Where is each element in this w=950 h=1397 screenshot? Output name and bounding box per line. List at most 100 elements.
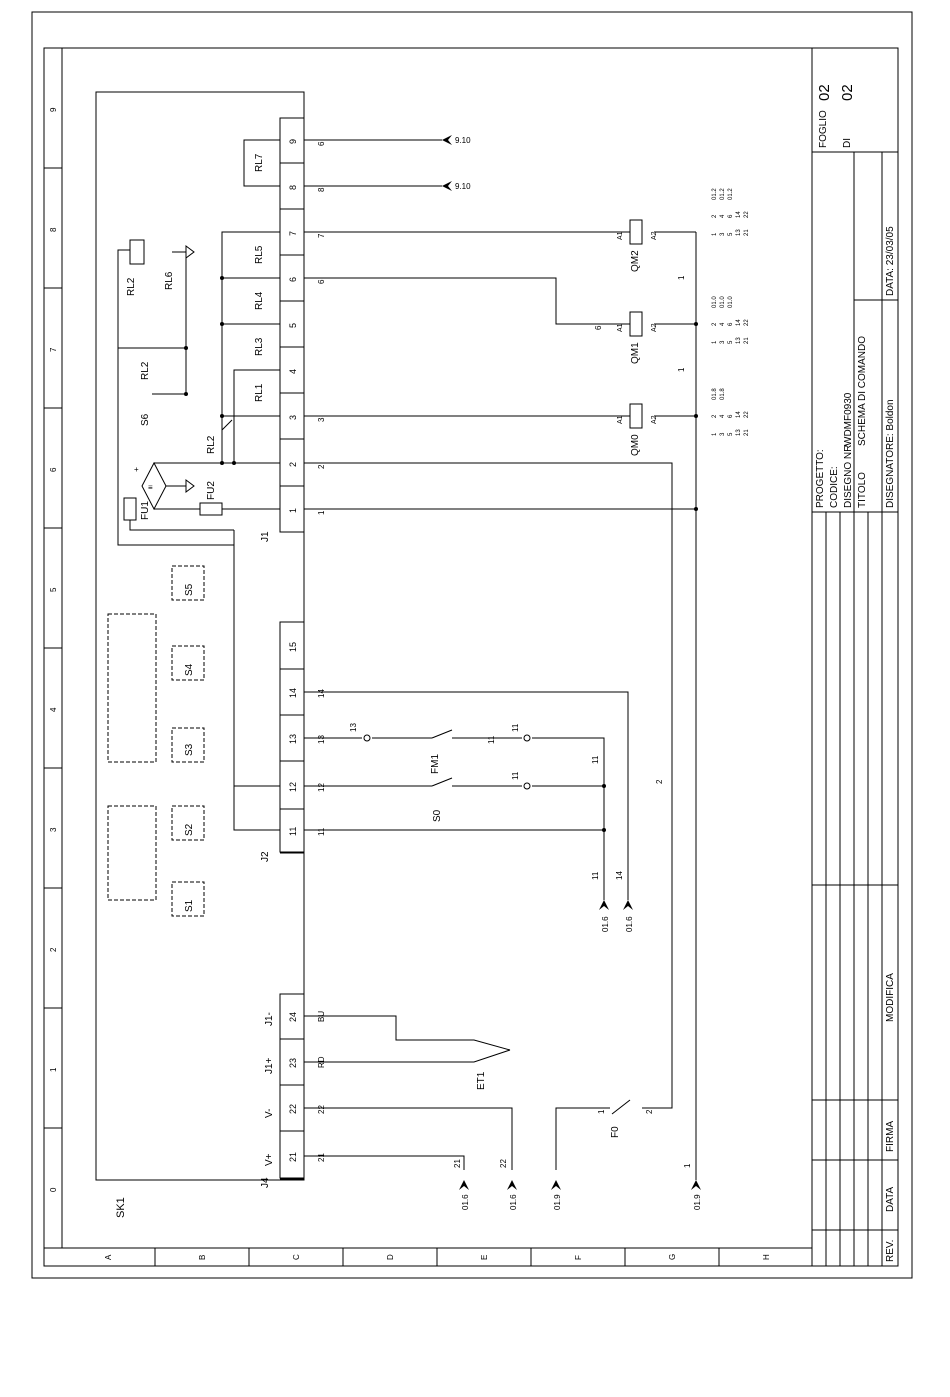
disegno-nr-value: WDMF0930 [843, 392, 854, 446]
j2-wire-numbers: 14 13 12 11 13 11 11 11 11 11 14 [317, 689, 624, 880]
grid-col-label: 8 [49, 227, 58, 232]
ref-arrow-j2-11: 01.6 [599, 900, 610, 932]
svg-text:S2: S2 [184, 823, 195, 836]
ref-arrow-j4-21: 01.6 [459, 1180, 470, 1210]
svg-text:9.10: 9.10 [455, 136, 471, 145]
grid-col-label: 0 [49, 1187, 58, 1192]
terminal-number: 14 [288, 688, 298, 698]
connector-j4-label: J4 [260, 1177, 271, 1188]
svg-text:13: 13 [317, 735, 326, 744]
qm-contact-ref: 01.8 [712, 388, 718, 400]
svg-text:V+: V+ [264, 1153, 275, 1166]
qm-contact-ref: 01.0 [728, 296, 734, 308]
svg-text:01.6: 01.6 [461, 1194, 470, 1210]
connector-j2-label: J2 [260, 851, 271, 862]
qm-contact-out: 6 [728, 214, 734, 218]
svg-text:RL4: RL4 [254, 291, 265, 310]
svg-text:A1: A1 [617, 231, 624, 240]
svg-text:A1: A1 [617, 323, 624, 332]
terminal-number: 6 [288, 277, 298, 282]
svg-text:1: 1 [677, 367, 686, 372]
terminal-number: 2 [288, 462, 298, 467]
svg-text:13: 13 [349, 723, 358, 732]
qm-contact-ref: 01.8 [720, 388, 726, 400]
qm-contact-out: 4 [720, 322, 726, 326]
qm-contact-in: 1 [712, 432, 718, 436]
svg-text:RL6: RL6 [164, 271, 175, 290]
qm-contact-in: 21 [744, 429, 750, 436]
qm-contact-out: 14 [736, 411, 742, 418]
svg-text:21: 21 [453, 1159, 462, 1168]
grid-col-label: 1 [49, 1067, 58, 1072]
svg-text:1: 1 [677, 275, 686, 280]
grid-row-label: D [386, 1254, 395, 1260]
data-value: DATA: 23/03/05 [885, 226, 896, 296]
qm-contact-tables: 1201.23401.25601.2131421221201.03401.056… [712, 188, 750, 436]
qm-contact-in: 13 [736, 229, 742, 236]
svg-text:6: 6 [317, 141, 326, 146]
qm-contact-in: 5 [728, 340, 734, 344]
svg-text:FM1: FM1 [430, 754, 441, 774]
qm-contact-out: 6 [728, 322, 734, 326]
svg-text:11: 11 [511, 771, 520, 780]
terminal-number: 22 [288, 1104, 298, 1114]
ref-arrow-f0: 01.9 [551, 1180, 562, 1210]
svg-text:14: 14 [317, 689, 326, 698]
terminal-number: 1 [288, 508, 298, 513]
svg-text:2: 2 [645, 1109, 654, 1114]
ref-arrow-w1: 01.9 [691, 1180, 702, 1210]
terminal-number: 8 [288, 185, 298, 190]
terminal-number: 15 [288, 642, 298, 652]
grid-row-label: H [762, 1254, 771, 1260]
grid-col-label: 5 [49, 587, 58, 592]
grid-col-label: 7 [49, 347, 58, 352]
ground-symbol-rl6 [172, 245, 195, 259]
qm-contact-out: 22 [744, 211, 750, 218]
svg-text:S5: S5 [184, 583, 195, 596]
inner-frame [43, 47, 899, 1267]
title-block: FOGLIO 02 DI 02 PROGETTO: CODICE: DISEGN… [811, 48, 898, 1266]
coil-qm0: A1 A2 QM0 [617, 403, 658, 456]
qm-contact-in: 13 [736, 337, 742, 344]
svg-text:FU1: FU1 [140, 501, 151, 520]
ref-arrow-j4-22: 01.6 [507, 1180, 518, 1210]
svg-text:S6: S6 [140, 413, 151, 426]
terminal-number: 3 [288, 415, 298, 420]
svg-text:2: 2 [317, 464, 326, 469]
ref-arrow-8: 9.10 [442, 181, 471, 191]
terminal-number: 13 [288, 734, 298, 744]
svg-text:01.6: 01.6 [601, 916, 610, 932]
grid-row-label: C [292, 1254, 301, 1260]
svg-text:01.6: 01.6 [509, 1194, 518, 1210]
svg-text:1: 1 [683, 1163, 692, 1168]
coil-qm2: A1 A2 QM2 [617, 219, 658, 272]
terminal-number: 4 [288, 369, 298, 374]
junction-dots [184, 276, 698, 832]
terminal-number: 5 [288, 323, 298, 328]
grid-col-label: 2 [49, 947, 58, 952]
svg-text:22: 22 [499, 1159, 508, 1168]
svg-text:RL2: RL2 [206, 435, 217, 454]
connector-j1-label: J1 [260, 531, 271, 542]
svg-text:S4: S4 [184, 663, 195, 676]
codice-label: CODICE: [829, 466, 840, 508]
qm-contact-in: 1 [712, 340, 718, 344]
qm-contact-in: 5 [728, 432, 734, 436]
svg-text:22: 22 [317, 1105, 326, 1114]
outer-frame [31, 11, 913, 1279]
grid-row-label: F [574, 1255, 583, 1260]
qm-contact-in: 1 [712, 232, 718, 236]
svg-text:FU2: FU2 [206, 481, 217, 500]
qm-contact-in: 13 [736, 429, 742, 436]
svg-text:A2: A2 [651, 323, 658, 332]
svg-text:1: 1 [317, 510, 326, 515]
terminal-number: 23 [288, 1058, 298, 1068]
qm-contact-out: 22 [744, 411, 750, 418]
svg-text:1: 1 [597, 1109, 606, 1114]
relay-labels: RL7 RL5 RL4 RL3 RL1 RL2 RL2 RL6 RL2 S6 F… [126, 153, 265, 520]
svg-text:3: 3 [317, 417, 326, 422]
foglio-label: FOGLIO [818, 110, 829, 148]
component-labels: FM1 S0 [430, 754, 443, 822]
